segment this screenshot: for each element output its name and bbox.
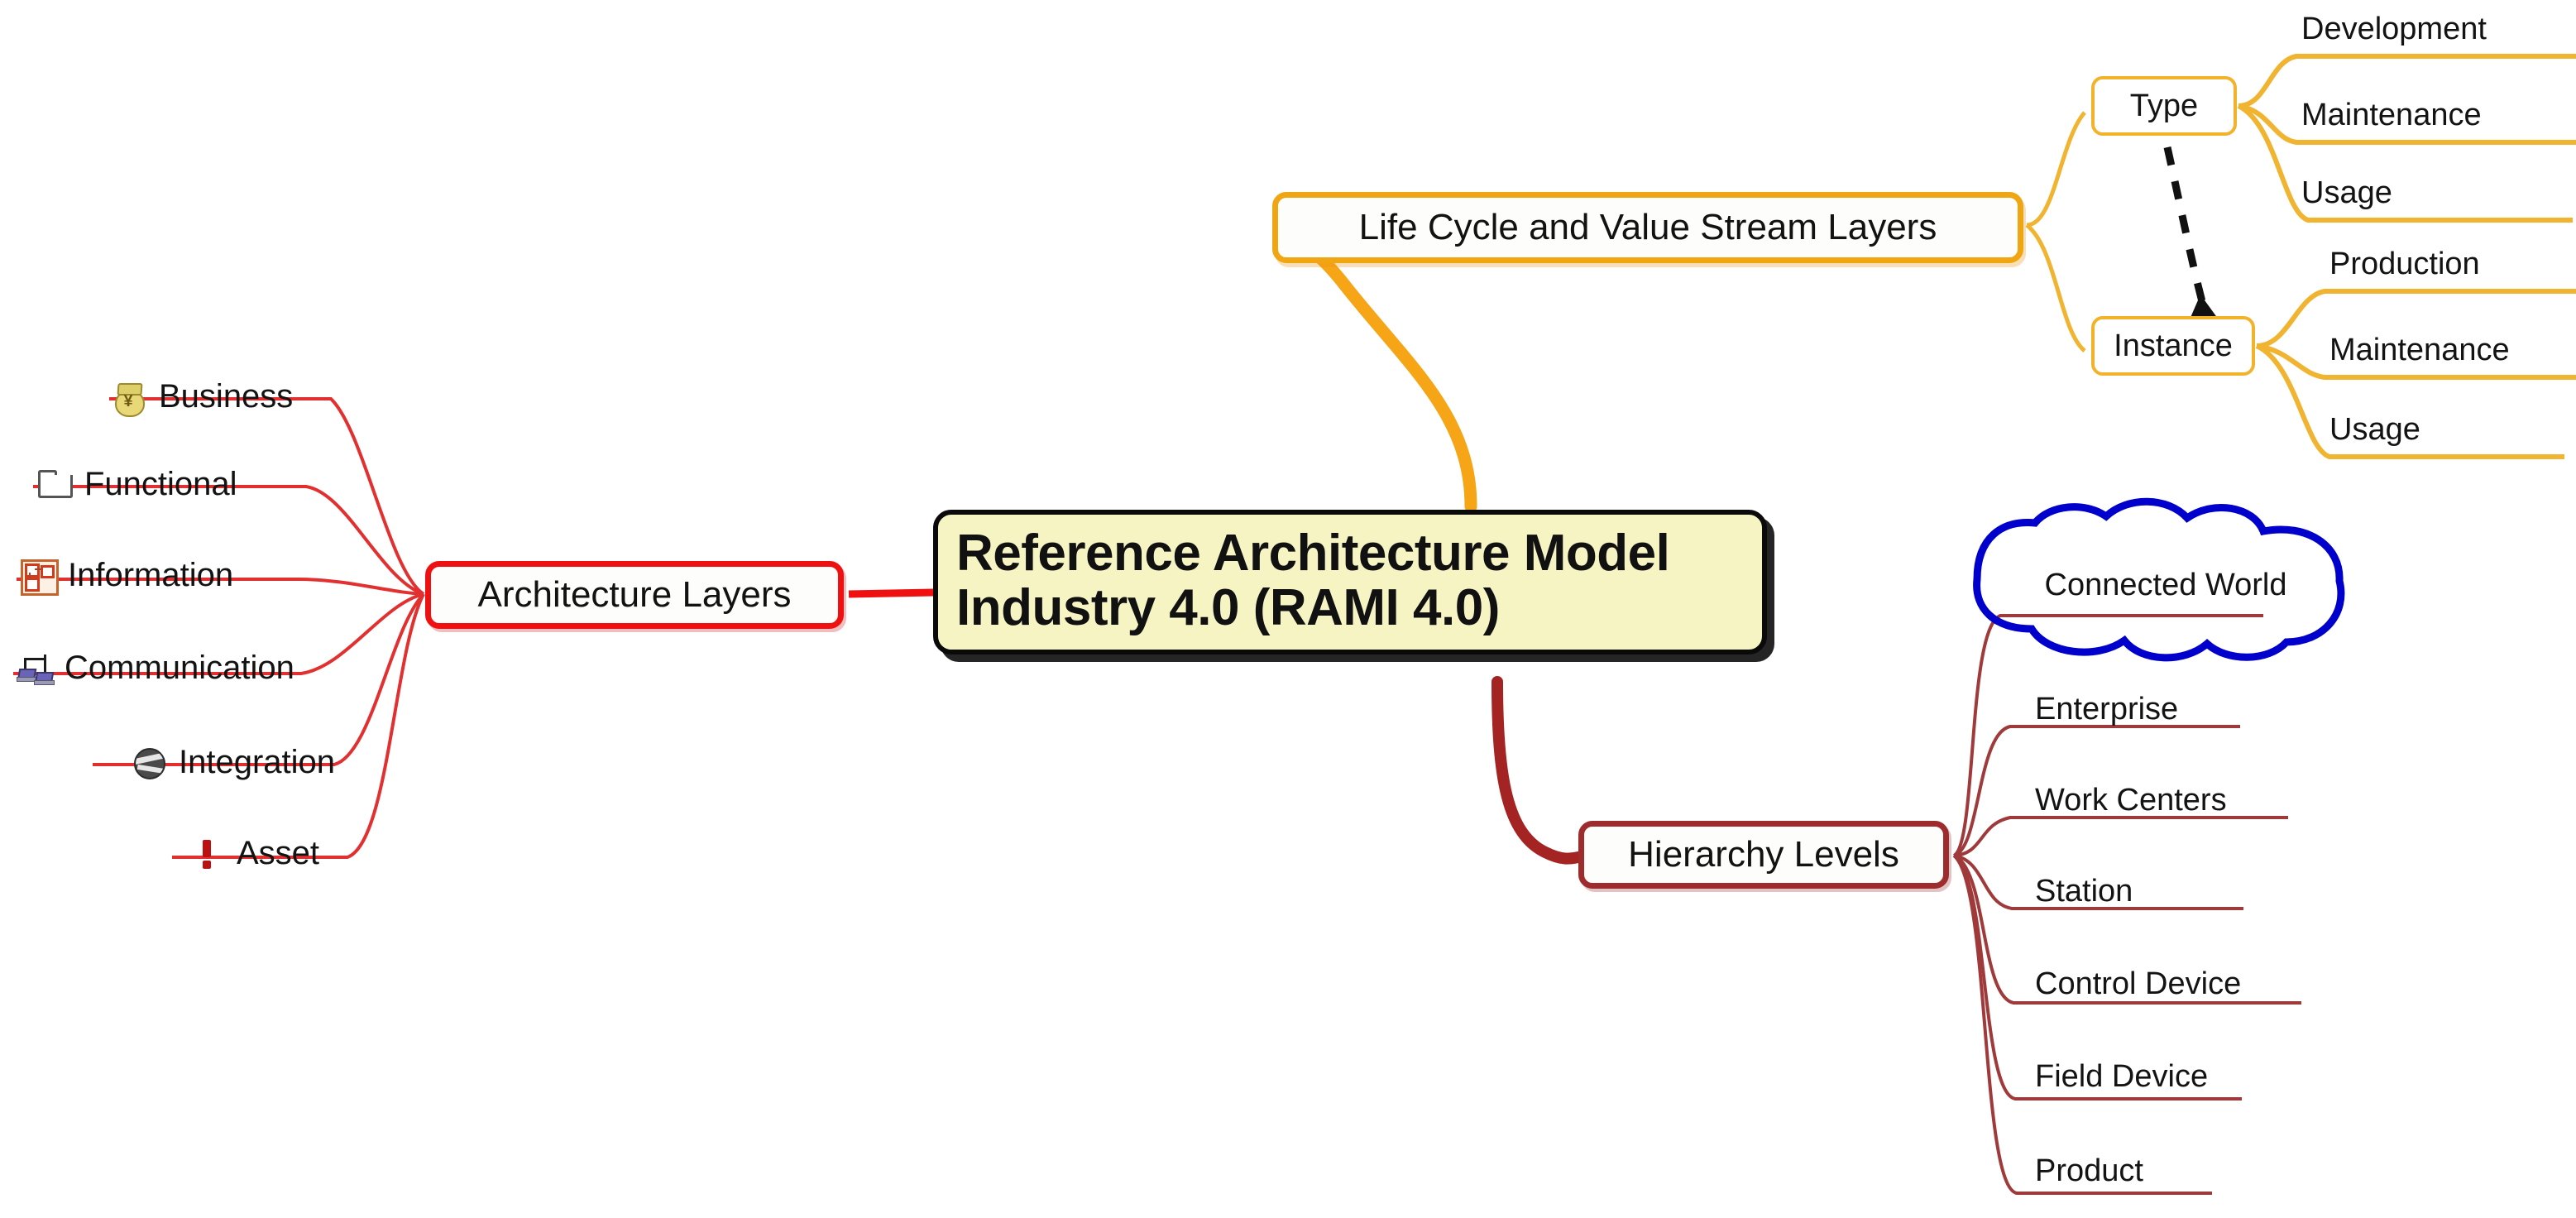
leaf-field-device[interactable]: Field Device [2035, 1059, 2209, 1094]
leaf-work-centers[interactable]: Work Centers [2035, 783, 2227, 818]
leaf-instance-usage[interactable]: Usage [2329, 412, 2420, 447]
leaf-enterprise[interactable]: Enterprise [2035, 692, 2179, 726]
layer-label: Communication [65, 649, 294, 686]
root-title-line-2: Industry 4.0 (RAMI 4.0) [956, 578, 1500, 636]
folder-icon [35, 465, 73, 503]
leaf-type-development[interactable]: Development [2301, 12, 2487, 46]
networked-computers-icon [15, 649, 55, 687]
layer-item-asset[interactable]: Asset [187, 834, 319, 872]
leaf-type-usage[interactable]: Usage [2301, 175, 2392, 210]
leaf-type-maintenance[interactable]: Maintenance [2301, 98, 2482, 132]
node-type[interactable]: Type [2091, 76, 2237, 136]
relation-type-to-instance [2163, 146, 2208, 309]
layer-item-functional[interactable]: Functional [35, 465, 237, 503]
branch-label: Hierarchy Levels [1628, 834, 1899, 875]
branch-hierarchy-levels[interactable]: Hierarchy Levels [1578, 821, 1949, 889]
link-root-hierarchy [1491, 676, 1584, 865]
leaf-instance-production[interactable]: Production [2329, 247, 2480, 281]
globe-icon [129, 743, 167, 781]
branch-label: Architecture Layers [477, 574, 792, 615]
link-root-lifecycle [1274, 227, 1477, 513]
root-title-line-1: Reference Architecture Model [956, 525, 1670, 582]
branch-architecture-layers[interactable]: Architecture Layers [425, 561, 844, 629]
network-diagram-icon [18, 556, 59, 596]
layer-item-business[interactable]: ¥ Business [109, 377, 294, 417]
leaf-control-device[interactable]: Control Device [2035, 966, 2242, 1001]
layer-item-information[interactable]: Information [18, 556, 234, 596]
node-instance[interactable]: Instance [2091, 316, 2255, 376]
leaf-label: Connected World [2044, 568, 2287, 602]
link-root-architecture-layers [848, 588, 934, 598]
layer-label: Functional [84, 465, 237, 502]
root-node[interactable]: Reference Architecture Model Industry 4.… [933, 510, 1767, 655]
node-label: Instance [2114, 328, 2233, 363]
leaf-connected-world[interactable]: Connected World [1962, 516, 2369, 662]
layer-label: Integration [179, 743, 336, 780]
leaf-instance-maintenance[interactable]: Maintenance [2329, 333, 2510, 367]
layer-item-integration[interactable]: Integration [129, 743, 335, 781]
exclamation-icon [187, 834, 225, 872]
money-bag-icon: ¥ [109, 377, 147, 417]
leaf-product[interactable]: Product [2035, 1153, 2143, 1188]
leaf-station[interactable]: Station [2035, 874, 2133, 909]
branch-life-cycle-and-value-stream-layers[interactable]: Life Cycle and Value Stream Layers [1272, 192, 2023, 263]
node-label: Type [2129, 88, 2199, 123]
layer-label: Business [159, 377, 294, 415]
layer-label: Information [68, 556, 234, 593]
branch-label: Life Cycle and Value Stream Layers [1358, 207, 1937, 247]
layer-item-communication[interactable]: Communication [15, 649, 294, 687]
layer-label: Asset [237, 834, 320, 871]
